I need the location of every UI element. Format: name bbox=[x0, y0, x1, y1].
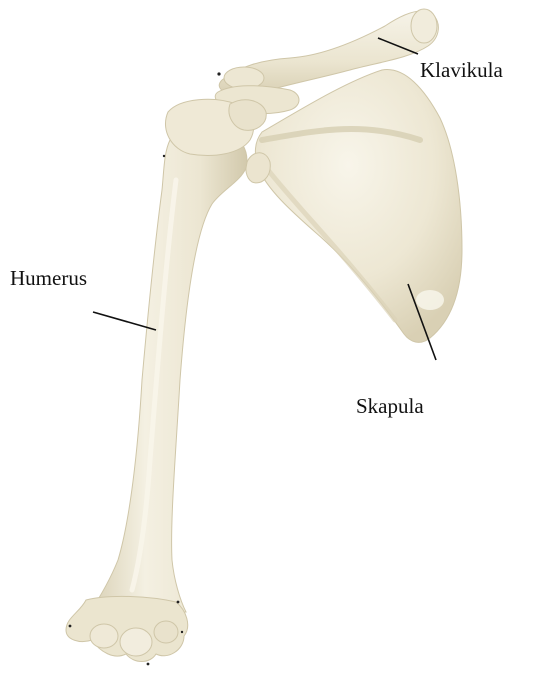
humerus-bone bbox=[66, 99, 266, 665]
humerus-leader-line bbox=[93, 312, 156, 330]
skapula-label: Skapula bbox=[356, 396, 424, 417]
klavikula-label: Klavikula bbox=[420, 60, 503, 81]
humerus-label: Humerus bbox=[10, 268, 87, 289]
